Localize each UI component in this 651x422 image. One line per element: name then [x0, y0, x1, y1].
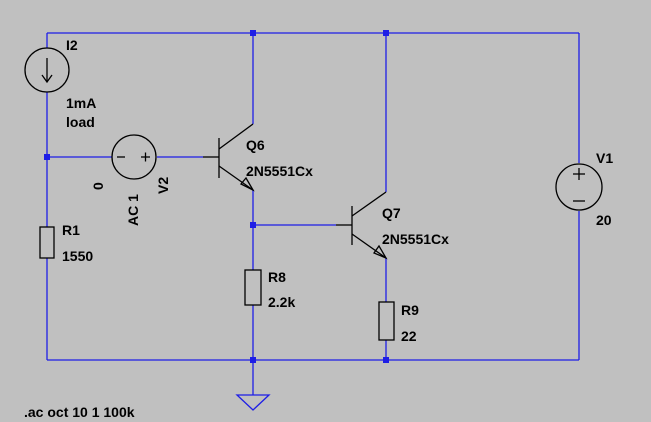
- r8-value-label: 2.2k: [268, 294, 295, 310]
- q6-model-label: 2N5551Cx: [246, 163, 313, 179]
- i2-name-label: I2: [66, 37, 78, 53]
- v1-voltage-source[interactable]: V1 20: [555, 150, 613, 228]
- i2-load-label: load: [66, 114, 95, 130]
- r9-name-label: R9: [401, 302, 419, 318]
- q7-model-label: 2N5551Cx: [382, 231, 449, 247]
- q6-name-label: Q6: [246, 137, 265, 153]
- v1-name-label: V1: [596, 150, 613, 166]
- q6-transistor[interactable]: Q6 2N5551Cx: [203, 123, 313, 192]
- v2-dc-label: 0: [90, 182, 106, 190]
- v1-value-label: 20: [596, 212, 612, 228]
- spice-directive[interactable]: .ac oct 10 1 100k: [24, 404, 135, 420]
- wires[interactable]: [46, 32, 580, 395]
- junction-dots: [44, 30, 389, 363]
- ground-icon[interactable]: [235, 394, 271, 411]
- q7-name-label: Q7: [382, 205, 401, 221]
- i2-current-source[interactable]: I2 1mA load: [24, 37, 96, 130]
- v2-value-label: AC 1: [125, 194, 141, 226]
- r1-resistor[interactable]: R1 1550: [39, 222, 93, 264]
- r8-resistor[interactable]: R8 2.2k: [244, 269, 295, 310]
- q7-transistor[interactable]: Q7 2N5551Cx: [336, 191, 449, 260]
- r1-value-label: 1550: [62, 248, 93, 264]
- v2-voltage-source[interactable]: 0 AC 1 V2: [90, 134, 171, 226]
- r9-value-label: 22: [401, 328, 417, 344]
- r8-name-label: R8: [268, 269, 286, 285]
- r9-resistor[interactable]: R9 22: [378, 301, 419, 344]
- i2-value-label: 1mA: [66, 95, 96, 111]
- r1-name-label: R1: [62, 222, 80, 238]
- v2-name-label: V2: [155, 177, 171, 194]
